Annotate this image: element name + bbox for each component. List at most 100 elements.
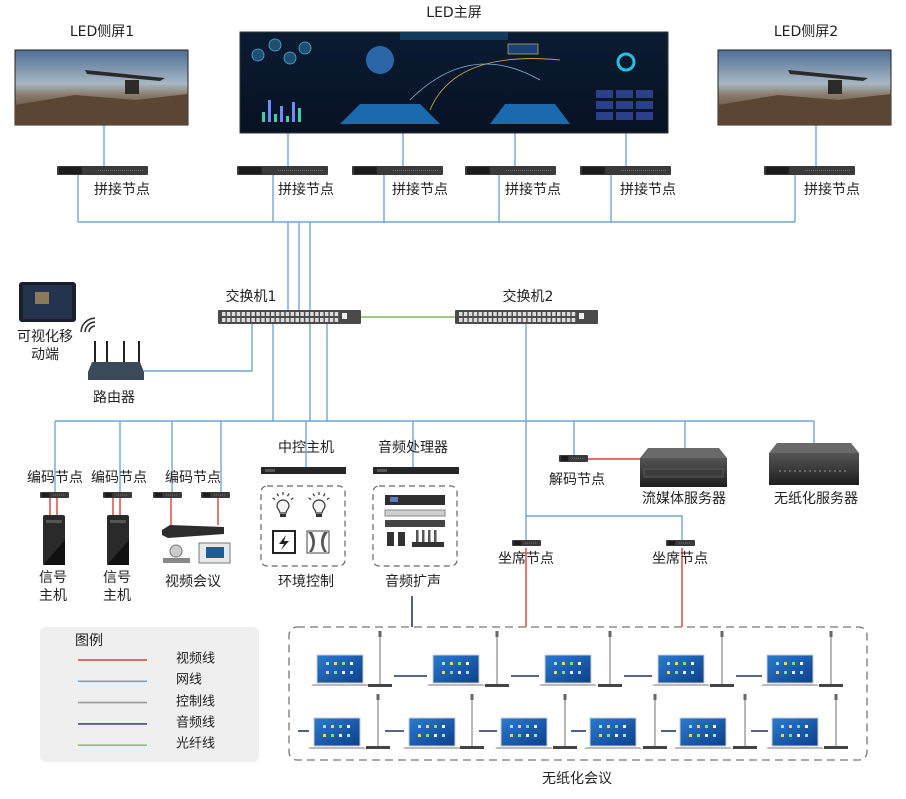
- dashboard-globe: [366, 46, 394, 74]
- mic-head: [834, 694, 838, 700]
- conference-codec: [162, 525, 224, 538]
- paperless-server: [769, 443, 859, 485]
- app-icon: [713, 725, 716, 728]
- mic-base: [824, 746, 848, 749]
- switch-port: [537, 318, 541, 322]
- app-icon: [792, 662, 795, 665]
- rack-body: [373, 467, 459, 474]
- app-icon: [342, 662, 345, 665]
- switch-port: [503, 312, 507, 316]
- bulb-base: [316, 514, 322, 517]
- signal-host-pc-1: [43, 515, 65, 565]
- laptop-base: [674, 747, 732, 749]
- switch-port: [488, 318, 492, 322]
- central-control-host: [261, 467, 346, 474]
- decoder-node-label: 解码节点: [549, 471, 605, 488]
- switch-port: [488, 312, 492, 316]
- node-panel: [42, 493, 50, 497]
- app-icon: [526, 725, 529, 728]
- app-icon: [797, 734, 800, 737]
- switch-port: [256, 318, 260, 322]
- app-icon: [781, 725, 784, 728]
- switch-port: [329, 318, 334, 322]
- splice-node-2: [237, 166, 328, 175]
- node-panel: [668, 541, 676, 545]
- bulb-ray: [326, 497, 330, 501]
- gooseneck-mic: [643, 694, 667, 749]
- laptop-screen: [313, 717, 361, 747]
- app-icon: [599, 725, 602, 728]
- dashboard-card: [616, 101, 633, 109]
- meeting-laptop: [403, 717, 461, 749]
- switch-port: [522, 312, 527, 316]
- dashboard-card: [616, 90, 633, 98]
- wifi-arc: [84, 321, 96, 333]
- led-main-screen-label: LED主屏: [426, 4, 482, 21]
- wireless-mic: [434, 530, 437, 542]
- laptop-screen: [657, 654, 705, 684]
- app-icon: [526, 734, 529, 737]
- laptop-base: [539, 684, 597, 686]
- meeting-laptop: [761, 654, 819, 686]
- node-panel: [514, 541, 522, 545]
- bulb-glass: [312, 499, 326, 514]
- switch-port: [315, 312, 319, 316]
- paperless-meeting-label: 无纸化会议: [542, 770, 612, 787]
- splice-node-label: 拼接节点: [94, 181, 150, 198]
- node-panel: [766, 167, 789, 174]
- legend-label: 视频线: [176, 651, 216, 667]
- app-icon: [570, 662, 573, 665]
- mobile-terminal-label: 可视化移动端: [17, 328, 73, 363]
- node-panel: [59, 167, 82, 174]
- app-icon: [326, 671, 329, 674]
- app-icon: [713, 734, 716, 737]
- laptop-screen: [316, 654, 364, 684]
- laptop-base: [308, 747, 366, 749]
- dashboard-counter: [507, 43, 539, 55]
- bulb-ray: [272, 497, 276, 501]
- app-icon: [350, 671, 353, 674]
- meeting-laptop: [652, 654, 710, 686]
- switch-port: [478, 312, 483, 316]
- meeting-laptop: [308, 717, 366, 749]
- splice-node-label: 拼接节点: [278, 181, 334, 198]
- splice-node-1: [57, 166, 148, 175]
- switch-port: [527, 318, 532, 322]
- switch-port: [315, 318, 319, 322]
- switch-port: [280, 318, 285, 322]
- switch-1: [218, 310, 361, 324]
- app-icon: [442, 662, 445, 665]
- wireless-mic: [428, 530, 431, 542]
- meeting-laptop: [427, 654, 485, 686]
- dashboard-card: [636, 112, 653, 120]
- bulb-ray: [286, 493, 290, 497]
- app-icon: [615, 734, 618, 737]
- switch-port: [468, 312, 473, 316]
- gooseneck-mic: [485, 631, 509, 687]
- switch-uplink: [579, 313, 584, 319]
- led-side-screen-1-label: LED侧屏1: [69, 23, 135, 40]
- environment-control-label: 环境控制: [278, 573, 334, 590]
- audio-mixer: [384, 509, 446, 517]
- switch-port: [285, 318, 290, 322]
- laptop-screen: [766, 654, 814, 684]
- app-icon: [326, 662, 329, 665]
- app-icon: [458, 671, 461, 674]
- app-icon: [797, 725, 800, 728]
- switch-port: [280, 312, 285, 316]
- switch-port: [246, 312, 250, 316]
- dashboard-card: [596, 90, 613, 98]
- switch-uplink: [342, 313, 347, 319]
- switch-port: [231, 318, 236, 322]
- app-icon: [562, 671, 565, 674]
- switch-port: [522, 318, 527, 322]
- switch-port: [334, 318, 339, 322]
- app-icon: [334, 671, 337, 674]
- app-icon: [450, 662, 453, 665]
- switch-port: [324, 312, 329, 316]
- encoder-node-label: 编码节点: [27, 469, 83, 486]
- gooseneck-mic: [553, 694, 577, 749]
- app-icon: [697, 734, 700, 737]
- switch-port: [557, 312, 561, 316]
- switch-port: [532, 312, 536, 316]
